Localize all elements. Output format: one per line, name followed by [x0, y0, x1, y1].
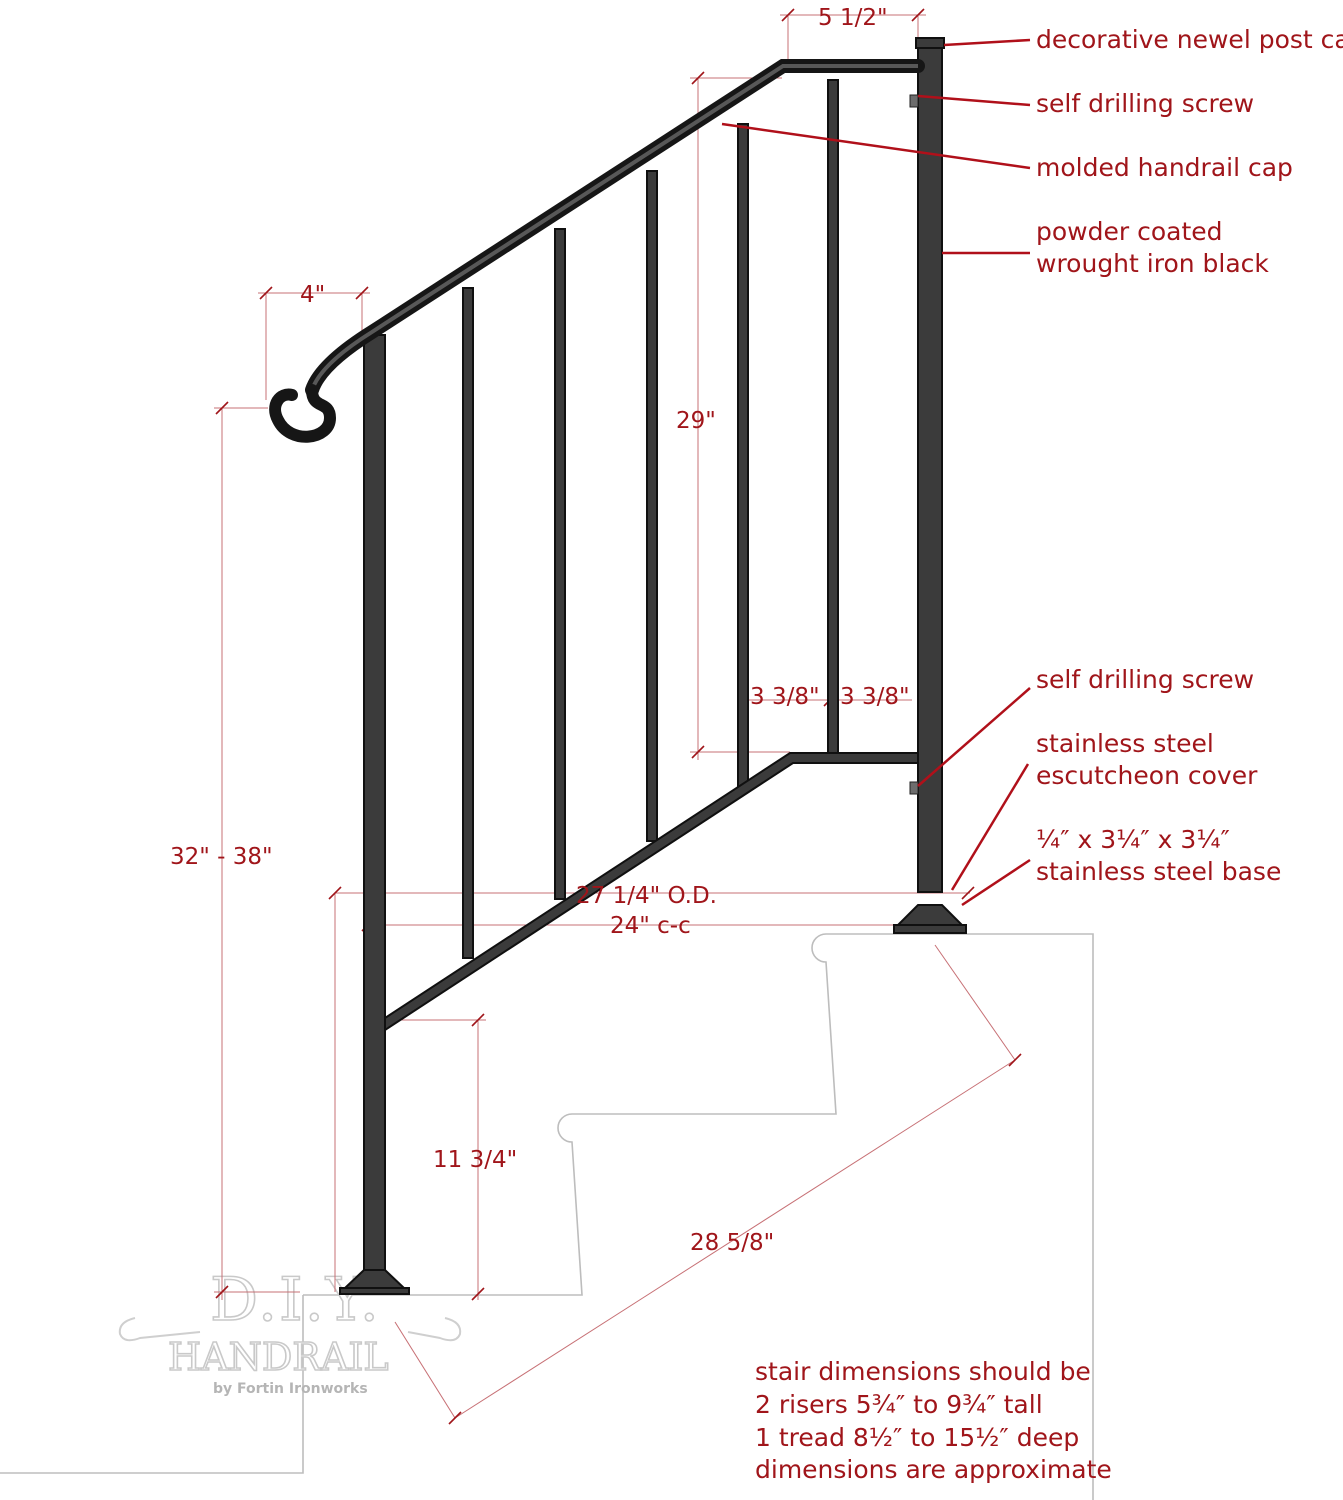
- logo-line-1: D.I.Y.: [210, 1265, 381, 1335]
- handrail-assembly: [269, 37, 967, 1295]
- dim-spacing-right: 3 3/8": [840, 684, 910, 710]
- diy-handrail-logo: D.I.Y. HANDRAIL by Fortin Ironworks: [118, 1264, 462, 1397]
- label-powder-1: powder coated: [1036, 217, 1223, 246]
- dimension-labels: 5 1/2" 4" 29" 32" - 38" 3 3/8" 3 3/8" 27…: [170, 5, 910, 1256]
- balusters: [462, 79, 839, 959]
- dim-diagonal-run: 28 5/8": [690, 1230, 774, 1256]
- label-screw-top: self drilling screw: [1036, 89, 1254, 118]
- label-base-2: stainless steel base: [1036, 857, 1281, 886]
- stair-notes: stair dimensions should be 2 risers 5¾″ …: [755, 1357, 1112, 1484]
- dim-cap-overhang: 5 1/2": [818, 5, 888, 31]
- label-handrail-cap: molded handrail cap: [1036, 153, 1293, 182]
- top-screw: [909, 94, 919, 108]
- leader-lines: [721, 38, 1031, 907]
- note-line-1: stair dimensions should be: [755, 1357, 1091, 1386]
- newel-post-cap: [915, 37, 945, 49]
- dim-center-to-center: 24" c-c: [610, 913, 691, 939]
- label-powder-2: wrought iron black: [1036, 249, 1269, 278]
- logo-line-2: HANDRAIL: [168, 1335, 389, 1379]
- dim-scroll-width: 4": [300, 282, 325, 308]
- label-base-1: ¼″ x 3¼″ x 3¼″: [1036, 825, 1230, 854]
- label-escutcheon-1: stainless steel: [1036, 729, 1214, 758]
- stair-outline: [0, 933, 1094, 1500]
- left-post: [363, 334, 386, 1271]
- label-screw-bottom: self drilling screw: [1036, 665, 1254, 694]
- newel-post: [917, 41, 943, 893]
- dimension-lines: [214, 8, 1022, 1425]
- note-line-4: dimensions are approximate: [755, 1455, 1112, 1484]
- note-line-2: 2 risers 5¾″ to 9¾″ tall: [755, 1390, 1043, 1419]
- logo-line-3: by Fortin Ironworks: [213, 1381, 368, 1397]
- dim-spacing-left: 3 3/8": [750, 684, 820, 710]
- dim-baluster-height: 29": [676, 408, 716, 434]
- right-base-plate: [895, 904, 965, 926]
- top-handrail: [269, 59, 925, 443]
- note-line-3: 1 tread 8½″ to 15½″ deep: [755, 1423, 1079, 1452]
- dim-overall-od: 27 1/4" O.D.: [576, 883, 717, 909]
- bottom-screw: [909, 781, 919, 795]
- scroll-end: [269, 384, 337, 443]
- label-newel-cap: decorative newel post cap: [1036, 25, 1343, 54]
- callout-labels: decorative newel post cap self drilling …: [1036, 25, 1343, 886]
- label-escutcheon-2: escutcheon cover: [1036, 761, 1258, 790]
- dim-rail-height: 32" - 38": [170, 844, 273, 870]
- dim-riser-height: 11 3/4": [433, 1147, 517, 1173]
